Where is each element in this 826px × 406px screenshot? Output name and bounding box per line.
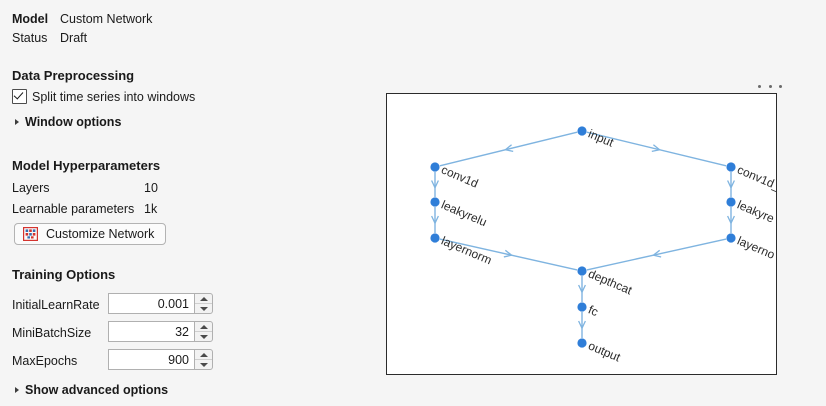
graph-edge-arrow-icon <box>578 320 586 330</box>
graph-node-label-leakyrelu_l: leakyrelu <box>439 197 489 230</box>
initial-learn-rate-spinner[interactable] <box>194 293 213 314</box>
graph-node-label-output: output <box>586 338 623 365</box>
caret-down-icon <box>199 362 208 367</box>
status-label: Status <box>12 31 48 45</box>
graph-edge-arrow-icon <box>503 249 514 258</box>
show-advanced-options-label: Show advanced options <box>25 383 169 397</box>
graph-node-label-input: input <box>586 126 616 150</box>
spinner-down-button[interactable] <box>195 304 212 313</box>
chevron-right-icon <box>15 119 19 125</box>
max-epochs-input[interactable]: 900 <box>108 349 194 370</box>
diagram-overflow-menu-button[interactable] <box>758 79 782 93</box>
graph-edge-arrow-icon <box>431 215 439 225</box>
customize-network-button[interactable]: Customize Network <box>14 223 167 245</box>
customize-network-label: Customize Network <box>46 227 155 241</box>
dot-2 <box>768 84 772 88</box>
initial-learn-rate-stepper[interactable]: 0.001 <box>108 293 213 314</box>
settings-panel: Model Custom Network Status Draft Data P… <box>0 0 380 406</box>
network-graph-svg <box>430 126 736 348</box>
model-label: Model <box>12 12 49 26</box>
graph-node-output[interactable] <box>577 338 587 348</box>
graph-edge-arrow-icon <box>727 180 735 190</box>
data-preprocessing-heading: Data Preprocessing <box>12 68 135 83</box>
learnable-parameters-value: 1k <box>144 202 158 216</box>
graph-edge-arrow-icon <box>431 180 439 190</box>
graph-node-conv1d_l[interactable] <box>430 162 440 172</box>
network-grid-icon-svg <box>23 227 39 242</box>
mini-batch-size-stepper[interactable]: 32 <box>108 321 213 342</box>
checkbox-box[interactable] <box>12 89 27 104</box>
dot-1 <box>758 84 761 88</box>
caret-up-icon <box>199 296 208 301</box>
window-options-expander[interactable]: Window options <box>15 115 121 129</box>
mini-batch-size-spinner[interactable] <box>194 321 213 342</box>
chevron-right-icon <box>15 387 19 393</box>
graph-node-layernorm_r[interactable] <box>726 233 736 243</box>
graph-node-label-depthcat: depthcat <box>586 266 635 298</box>
graph-edges <box>431 131 735 338</box>
max-epochs-label: MaxEpochs <box>12 354 78 368</box>
graph-node-leakyrelu_l[interactable] <box>430 197 440 207</box>
learnable-parameters-label: Learnable parameters <box>12 202 135 216</box>
network-grid-icon <box>23 227 39 242</box>
split-time-series-checkbox[interactable]: Split time series into windows <box>12 89 195 104</box>
graph-edge-arrow-icon <box>578 284 586 294</box>
mini-batch-size-label: MiniBatchSize <box>12 326 92 340</box>
caret-down-icon <box>199 334 208 339</box>
spinner-down-button[interactable] <box>195 332 212 341</box>
dot-3 <box>779 84 782 88</box>
graph-node-input[interactable] <box>577 126 587 136</box>
caret-up-icon <box>199 352 208 357</box>
graph-node-depthcat[interactable] <box>577 266 587 276</box>
max-epochs-stepper[interactable]: 900 <box>108 349 213 370</box>
status-value: Draft <box>60 31 88 45</box>
graph-edge-arrow-icon <box>651 249 662 258</box>
window-options-label: Window options <box>25 115 122 129</box>
training-options-heading: Training Options <box>12 267 116 282</box>
graph-node-leakyrelu_r[interactable] <box>726 197 736 207</box>
graph-edge-arrow-icon <box>727 215 735 225</box>
initial-learn-rate-label: InitialLearnRate <box>12 298 100 312</box>
initial-learn-rate-input[interactable]: 0.001 <box>108 293 194 314</box>
graph-edge-arrow-icon <box>651 144 662 153</box>
graph-edge <box>439 131 578 167</box>
model-value: Custom Network <box>60 12 153 26</box>
spinner-down-button[interactable] <box>195 360 212 369</box>
graph-edge <box>586 238 727 271</box>
graph-node-label-layernorm_l: layernorm <box>439 233 494 268</box>
layers-value: 10 <box>144 181 158 195</box>
graph-node-label-layernorm_r: layerno <box>735 233 777 262</box>
spinner-up-button[interactable] <box>195 322 212 332</box>
checkbox-label: Split time series into windows <box>32 89 196 104</box>
caret-down-icon <box>199 306 208 311</box>
caret-up-icon <box>199 324 208 329</box>
graph-node-label-conv1d_l: conv1d <box>439 162 481 191</box>
spinner-up-button[interactable] <box>195 350 212 360</box>
graph-node-label-conv1d_r: conv1d_ <box>735 162 777 194</box>
layers-label: Layers <box>12 181 50 195</box>
graph-edge <box>439 238 578 271</box>
graph-node-label-fc: fc <box>586 302 601 320</box>
mini-batch-size-input[interactable]: 32 <box>108 321 194 342</box>
max-epochs-spinner[interactable] <box>194 349 213 370</box>
graph-node-layernorm_l[interactable] <box>430 233 440 243</box>
graph-node-label-leakyrelu_r: leakyre <box>735 197 777 226</box>
graph-nodes <box>430 126 736 348</box>
graph-edge-arrow-icon <box>503 144 514 152</box>
model-hyperparameters-heading: Model Hyperparameters <box>12 158 161 173</box>
spinner-up-button[interactable] <box>195 294 212 304</box>
graph-node-conv1d_r[interactable] <box>726 162 736 172</box>
show-advanced-options-expander[interactable]: Show advanced options <box>15 383 168 397</box>
graph-node-fc[interactable] <box>577 302 587 312</box>
graph-edge <box>586 131 727 167</box>
